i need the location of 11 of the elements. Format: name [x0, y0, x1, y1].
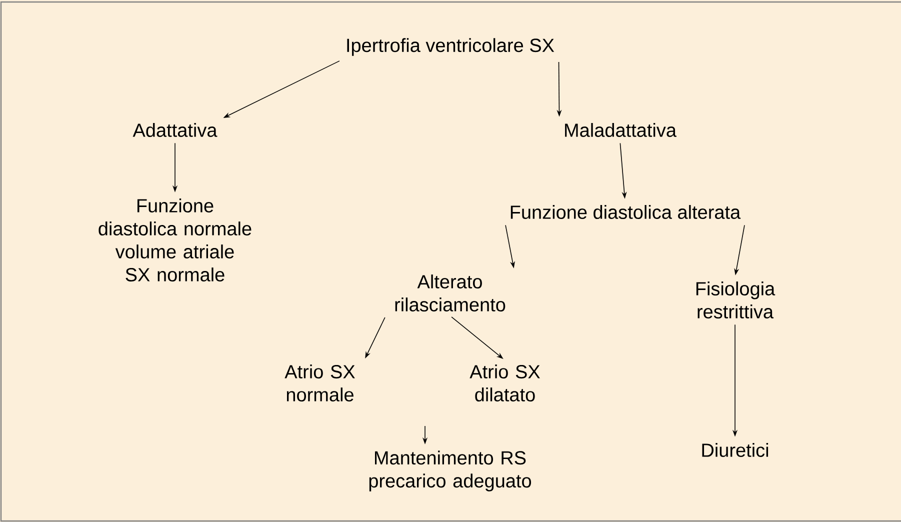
node-text: Ipertrofia ventricolare SX: [347, 38, 554, 56]
node-text: Adattativa: [132, 123, 218, 137]
node-text: Alterato rilasciamento: [395, 274, 506, 312]
node-text: Atrio SX dilatato: [470, 364, 540, 402]
node-text: Diuretici: [702, 443, 768, 457]
node-text: Maladattativa: [565, 123, 676, 137]
node-text: Atrio SX normale: [284, 364, 355, 402]
node-text: Funzione diastolica normale volume atriale SX normale: [98, 198, 252, 282]
node-text: Funzione diastolica alterata: [510, 205, 741, 219]
node-text: Mantenimento RS precarico adeguato: [369, 450, 532, 492]
node-text: Fisiologia restrittiva: [696, 282, 776, 318]
